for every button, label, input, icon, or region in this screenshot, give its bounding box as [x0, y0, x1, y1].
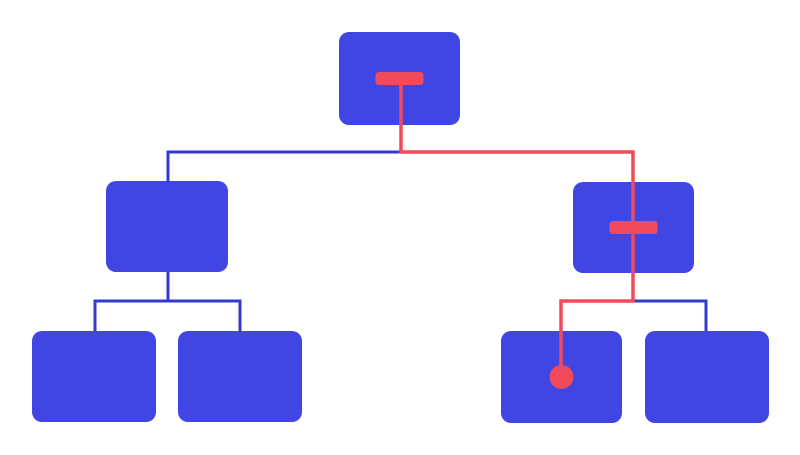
dash-marker-root — [375, 72, 424, 85]
tree-node-left-grandchild-1 — [32, 331, 156, 422]
dash-marker-right-child — [609, 221, 658, 234]
tree-node-left-child — [106, 181, 228, 272]
connector-root-to-left-rail — [166, 150, 401, 181]
connector-right-subtree-rail — [633, 299, 708, 331]
tree-node-right-grandchild-2 — [645, 331, 769, 423]
tree-node-left-grandchild-2 — [178, 331, 302, 422]
dot-marker-right-grandchild-1 — [549, 365, 574, 389]
connector-left-subtree-rail — [93, 299, 242, 331]
